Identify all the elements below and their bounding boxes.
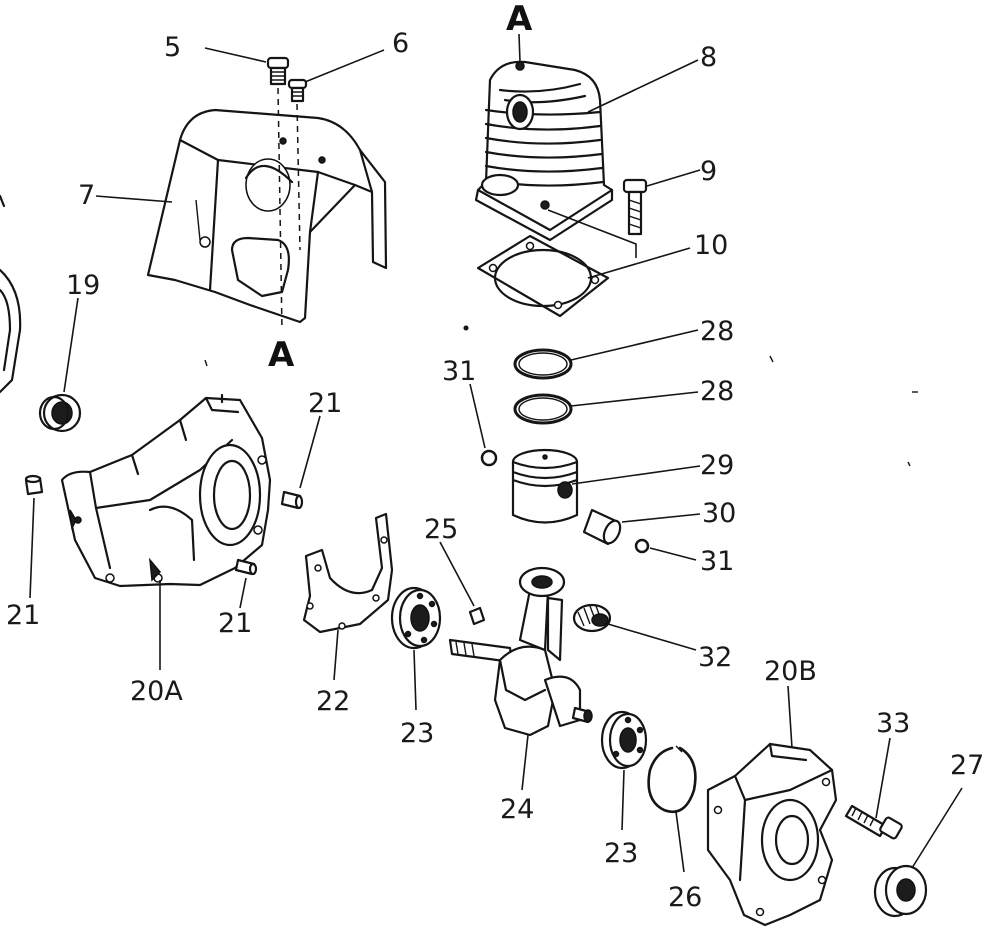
label-27: 27 xyxy=(950,750,984,781)
label-26: 26 xyxy=(668,882,702,913)
piston-pin-30 xyxy=(582,508,622,546)
label-22: 22 xyxy=(316,686,350,717)
label-32: 32 xyxy=(698,642,732,673)
label-A-top: A xyxy=(506,0,533,39)
label-8: 8 xyxy=(700,42,717,73)
seal-19 xyxy=(38,393,82,433)
dowel-pin-21-left xyxy=(24,474,44,496)
needle-bearing-32 xyxy=(572,603,612,633)
retainer-31-upper xyxy=(480,449,498,467)
screw-6 xyxy=(287,78,308,103)
piston-29 xyxy=(511,448,579,524)
label-A-bottom: A xyxy=(268,335,295,375)
label-5: 5 xyxy=(164,32,181,63)
bearing-23-right xyxy=(600,710,648,770)
label-24: 24 xyxy=(500,794,534,825)
label-10: 10 xyxy=(694,230,728,261)
key-25 xyxy=(468,606,486,626)
label-29: 29 xyxy=(700,450,734,481)
bearing-23-left xyxy=(390,586,442,650)
partial-part-left-edge xyxy=(0,194,22,394)
dowel-pin-21-lower xyxy=(234,558,258,576)
bolt-33 xyxy=(844,804,903,840)
label-23-right: 23 xyxy=(604,838,638,869)
crankcase-half-20A xyxy=(60,393,272,588)
label-25: 25 xyxy=(424,514,458,545)
bolt-9 xyxy=(622,178,648,236)
label-28-lower: 28 xyxy=(700,376,734,407)
retainer-31-lower xyxy=(634,538,650,554)
label-20B: 20B xyxy=(764,656,817,687)
seal-27 xyxy=(873,864,928,918)
label-33: 33 xyxy=(876,708,910,739)
label-9: 9 xyxy=(700,156,717,187)
crankcase-half-20B xyxy=(706,742,838,927)
label-21-lower: 21 xyxy=(218,608,252,639)
label-30: 30 xyxy=(702,498,736,529)
cylinder-8 xyxy=(474,60,614,242)
piston-ring-28-upper xyxy=(513,348,573,380)
screw-5 xyxy=(266,56,290,86)
label-19: 19 xyxy=(66,270,100,301)
gasket-22 xyxy=(302,512,394,634)
label-31-upper: 31 xyxy=(442,356,476,387)
label-7: 7 xyxy=(78,180,95,211)
label-20A: 20A xyxy=(130,676,183,707)
label-23-left: 23 xyxy=(400,718,434,749)
shroud-7 xyxy=(146,108,388,324)
label-21-left: 21 xyxy=(6,600,40,631)
crankshaft-24 xyxy=(448,566,593,737)
piston-ring-28-lower xyxy=(513,393,573,425)
label-28-upper: 28 xyxy=(700,316,734,347)
label-21-upper: 21 xyxy=(308,388,342,419)
label-6: 6 xyxy=(392,28,409,59)
snap-ring-26 xyxy=(647,745,697,814)
gasket-10 xyxy=(476,234,610,318)
dowel-pin-21-upper xyxy=(280,490,304,510)
label-31-lower: 31 xyxy=(700,546,734,577)
